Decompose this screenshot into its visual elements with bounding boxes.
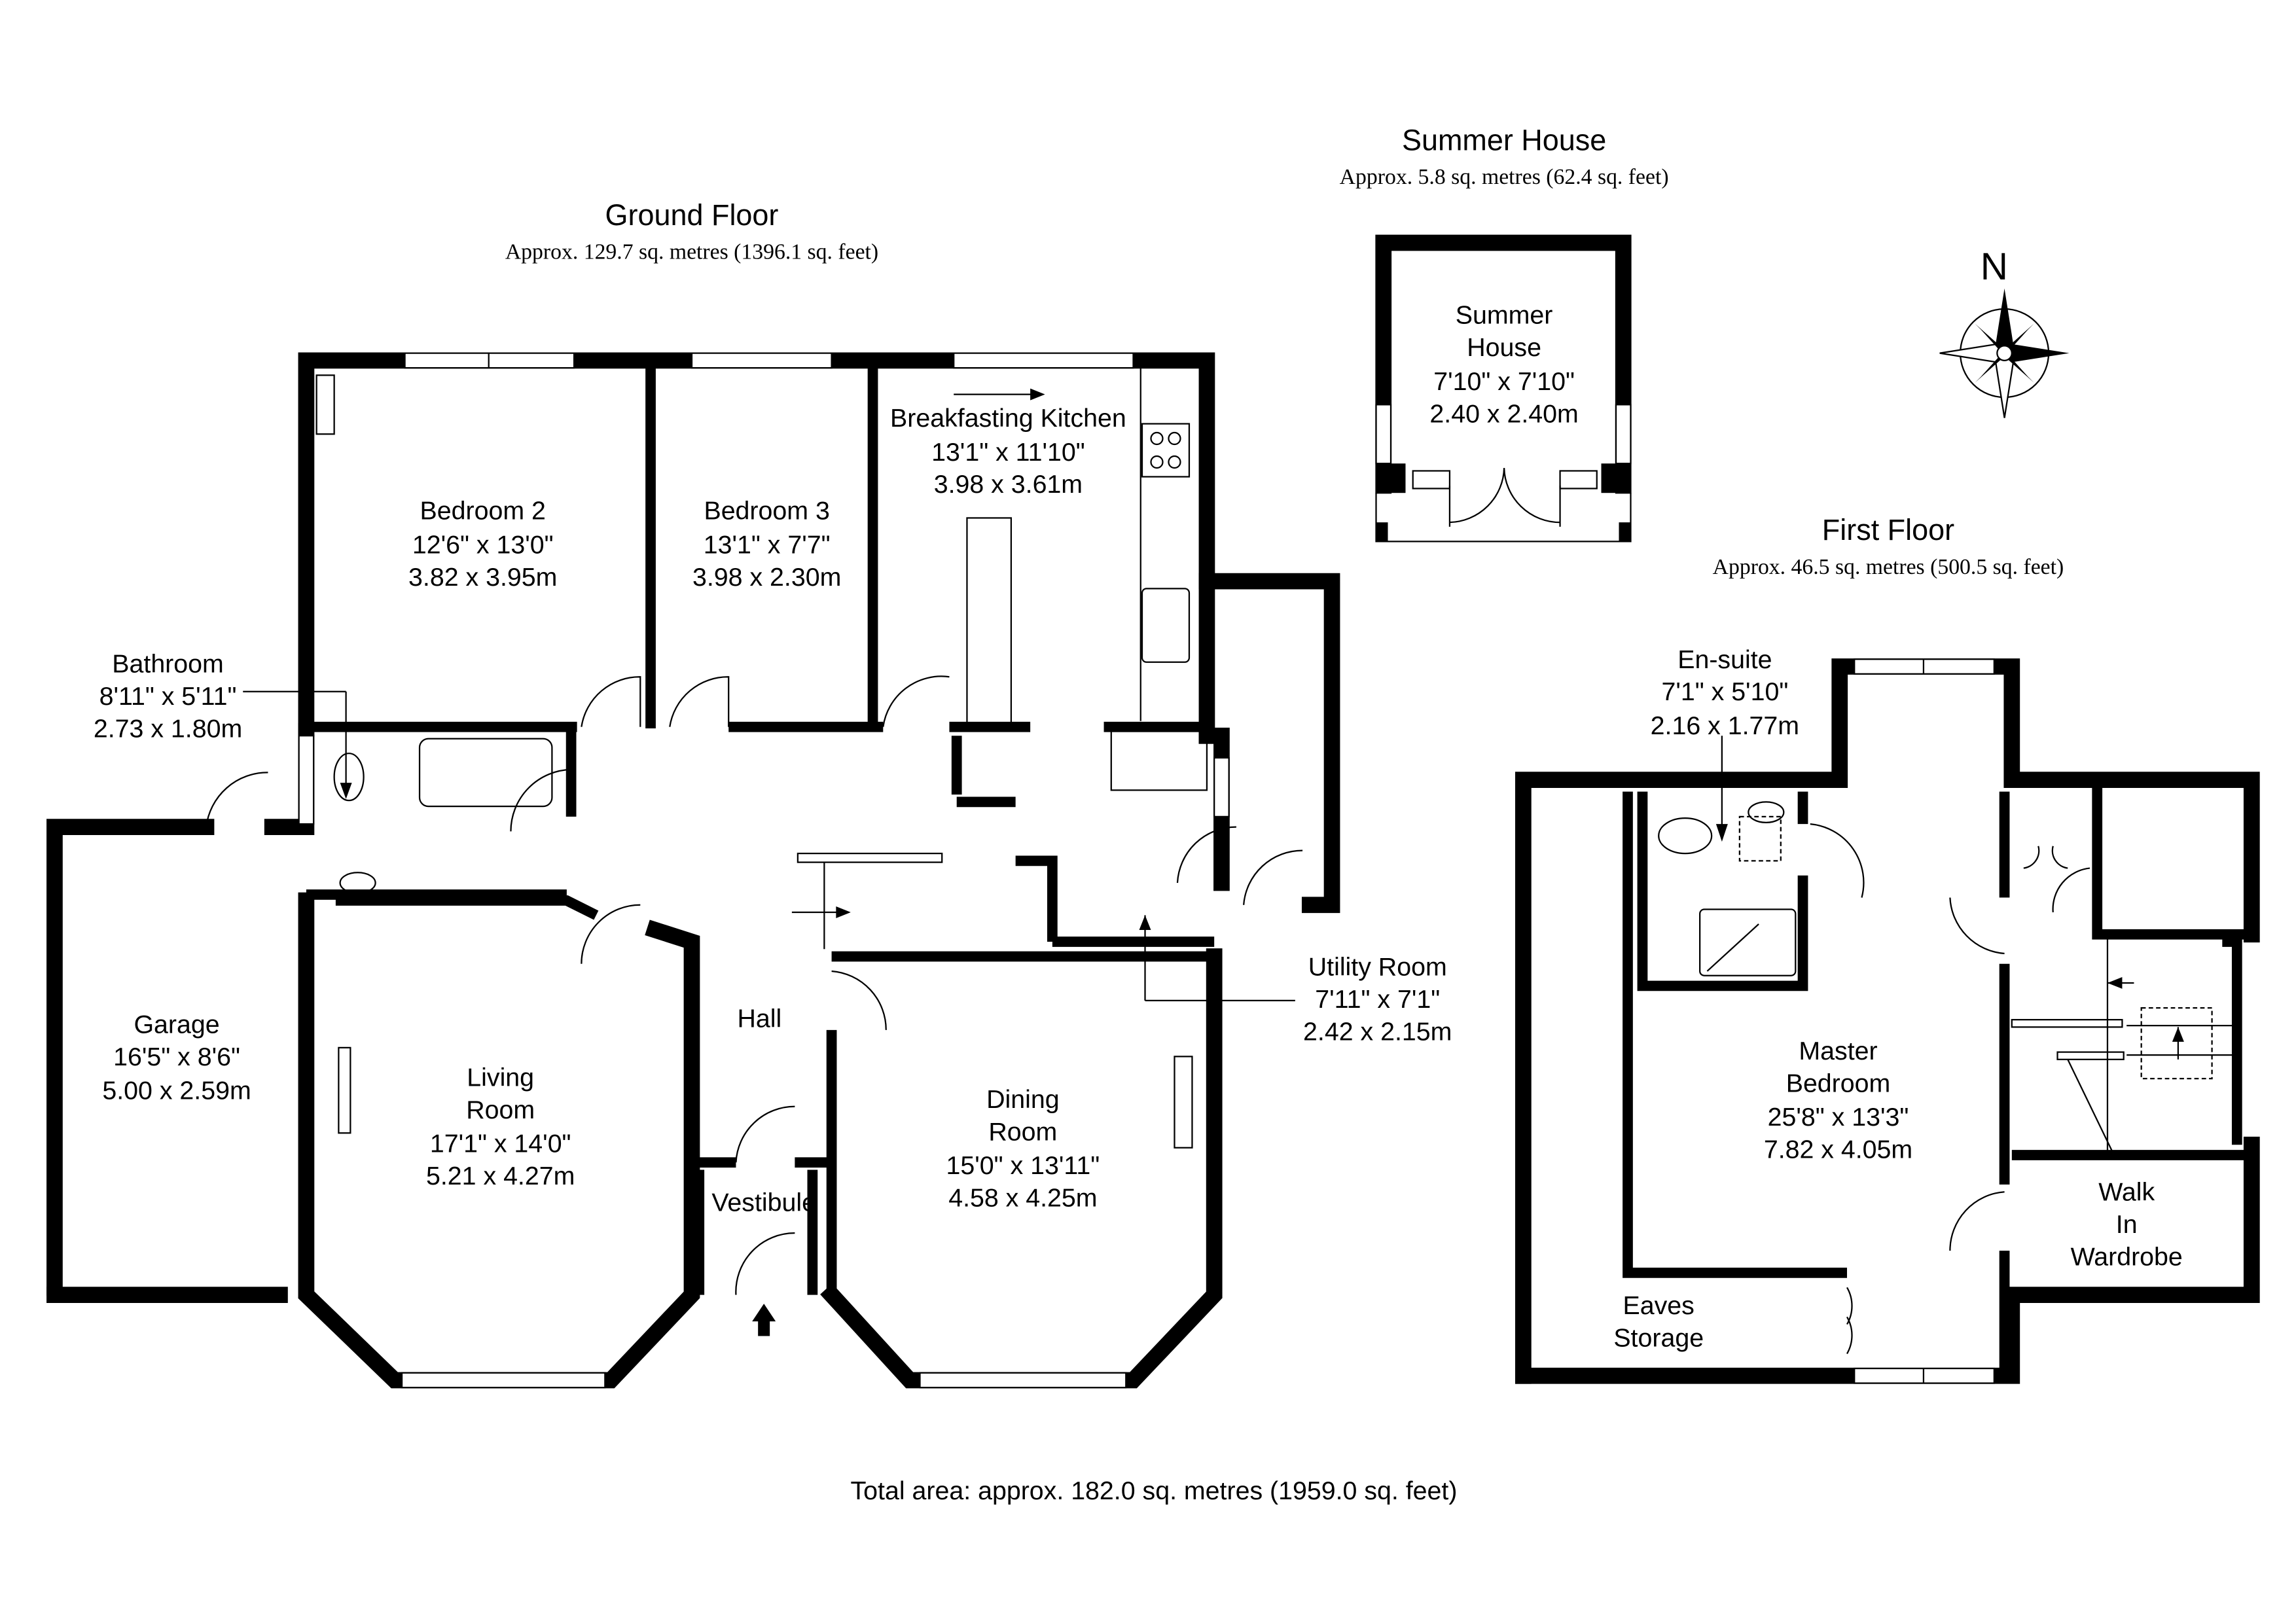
room-name: Bedroom <box>1786 1069 1891 1097</box>
shower-tray-icon <box>1699 908 1797 976</box>
room-name: Room <box>988 1118 1057 1147</box>
room-metric: 2.42 x 2.15m <box>1303 1018 1452 1046</box>
ground-floor-fixtures <box>205 368 1303 1336</box>
room-utility-room: Utility Room 7'11" x 7'1" 2.42 x 2.15m <box>1303 953 1452 1046</box>
total-area: Total area: approx. 182.0 sq. metres (19… <box>851 1476 1458 1505</box>
summer-house-walls <box>1375 234 1632 543</box>
room-metric: 2.73 x 1.80m <box>94 714 242 743</box>
summer-house-area: Approx. 5.8 sq. metres (62.4 sq. feet) <box>1340 165 1669 189</box>
room-master-bedroom: Master Bedroom 25'8" x 13'3" 7.82 x 4.05… <box>1764 1037 1912 1164</box>
room-name: Room <box>466 1096 535 1124</box>
room-name: Walk <box>2098 1178 2155 1207</box>
room-metric: 3.98 x 2.30m <box>692 563 841 592</box>
room-name: Summer <box>1456 301 1553 330</box>
sink-icon <box>339 872 376 894</box>
room-name: Utility Room <box>1308 953 1447 982</box>
room-name: Bedroom 2 <box>420 497 546 526</box>
room-metric: 3.98 x 3.61m <box>934 470 1083 499</box>
room-breakfasting-kitchen: Breakfasting Kitchen 13'1" x 11'10" 3.98… <box>890 404 1126 499</box>
ground-floor-walls <box>46 352 1340 1389</box>
basin-icon <box>1748 801 1785 823</box>
room-name: Bedroom 3 <box>704 497 829 526</box>
room-imperial: 17'1" x 14'0" <box>430 1130 571 1158</box>
toilet-icon <box>1658 817 1713 855</box>
breakfast-bar <box>966 517 1013 725</box>
room-imperial: 16'5" x 8'6" <box>113 1043 240 1071</box>
room-vestibule: Vestibule <box>711 1188 816 1217</box>
room-metric: 3.82 x 3.95m <box>408 563 557 592</box>
room-metric: 2.40 x 2.40m <box>1429 399 1578 428</box>
room-walk-in-wardrobe: Walk In Wardrobe <box>2071 1178 2183 1272</box>
room-metric: 5.00 x 2.59m <box>102 1077 251 1105</box>
room-living-room: Living Room 17'1" x 14'0" 5.21 x 4.27m <box>426 1063 575 1190</box>
room-imperial: 8'11" x 5'11" <box>99 682 237 711</box>
room-eaves-storage: Eaves Storage <box>1613 1291 1704 1352</box>
room-name: Breakfasting Kitchen <box>890 404 1126 433</box>
room-metric: 7.82 x 4.05m <box>1764 1135 1912 1164</box>
first-floor-area: Approx. 46.5 sq. metres (500.5 sq. feet) <box>1713 555 2064 579</box>
room-bathroom: Bathroom 8'11" x 5'11" 2.73 x 1.80m <box>94 650 242 743</box>
room-imperial: 7'10" x 7'10" <box>1433 367 1575 396</box>
room-name: Wardrobe <box>2071 1243 2183 1272</box>
room-garage: Garage 16'5" x 8'6" 5.00 x 2.59m <box>102 1010 251 1105</box>
compass-icon: N <box>1939 245 2070 418</box>
room-summer-house: Summer House 7'10" x 7'10" 2.40 x 2.40m <box>1429 301 1578 429</box>
room-name: Master <box>1799 1037 1877 1065</box>
room-name: Bathroom <box>112 650 224 679</box>
room-en-suite: En-suite 7'1" x 5'10" 2.16 x 1.77m <box>1651 645 1799 740</box>
kitchen-sink-icon <box>1141 588 1191 663</box>
room-hall: Hall <box>738 1004 782 1033</box>
room-imperial: 7'11" x 7'1" <box>1315 985 1440 1014</box>
room-name: Storage <box>1613 1323 1704 1352</box>
room-name: En-suite <box>1677 645 1772 674</box>
room-imperial: 12'6" x 13'0" <box>412 530 554 559</box>
room-name: Living <box>467 1063 534 1092</box>
room-imperial: 13'1" x 11'10" <box>931 438 1085 467</box>
room-name: Eaves <box>1623 1291 1695 1320</box>
room-name: Dining <box>986 1085 1060 1114</box>
first-floor-fixtures <box>1658 736 2237 1355</box>
room-imperial: 7'1" x 5'10" <box>1661 677 1788 706</box>
ground-floor-area: Approx. 129.7 sq. metres (1396.1 sq. fee… <box>505 240 878 264</box>
first-floor-walls <box>1515 658 2260 1384</box>
ground-floor-title: Ground Floor <box>605 198 779 232</box>
ground-floor-windows <box>298 352 1230 1389</box>
room-name: House <box>1467 333 1541 362</box>
first-floor-title: First Floor <box>1822 513 1954 546</box>
room-imperial: 25'8" x 13'3" <box>1768 1103 1909 1132</box>
room-imperial: 15'0" x 13'11" <box>946 1151 1100 1180</box>
room-bedroom-2: Bedroom 2 12'6" x 13'0" 3.82 x 3.95m <box>408 497 557 592</box>
room-metric: 2.16 x 1.77m <box>1651 711 1799 740</box>
room-imperial: 13'1" x 7'7" <box>704 530 831 559</box>
room-name: Garage <box>134 1010 219 1039</box>
room-name: In <box>2116 1210 2138 1239</box>
room-dining-room: Dining Room 15'0" x 13'11" 4.58 x 4.25m <box>946 1085 1100 1213</box>
toilet-icon <box>333 753 365 802</box>
bath-icon <box>418 738 553 808</box>
compass-north-label: N <box>1981 245 2008 288</box>
hob-icon <box>1141 423 1191 478</box>
room-metric: 5.21 x 4.27m <box>426 1162 575 1190</box>
summer-house-title: Summer House <box>1402 123 1606 156</box>
entrance-arrow-icon <box>752 1304 776 1336</box>
room-bedroom-3: Bedroom 3 13'1" x 7'7" 3.98 x 2.30m <box>692 497 841 592</box>
room-metric: 4.58 x 4.25m <box>948 1184 1097 1213</box>
